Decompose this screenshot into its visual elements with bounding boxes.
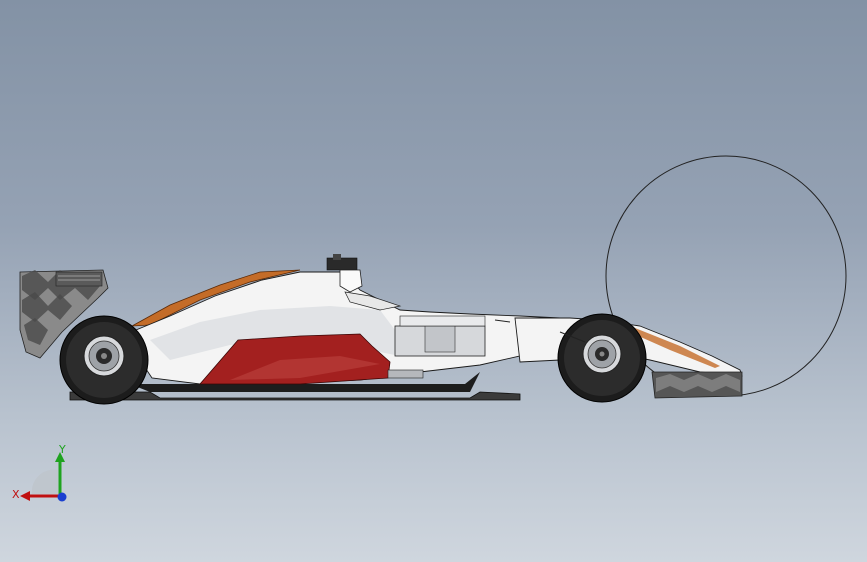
sidepod-highlight — [230, 356, 380, 380]
y-axis-arrow-icon — [55, 452, 65, 462]
front-wheel — [557, 313, 647, 403]
floor-plank — [69, 391, 521, 401]
engine-cover-stripe — [131, 269, 301, 327]
front-suspension — [559, 331, 586, 343]
airbox — [326, 254, 402, 311]
x-axis-arrow-icon — [20, 491, 30, 501]
coordinate-triad[interactable]: Y X — [10, 440, 80, 510]
triad-plane — [31, 469, 58, 494]
suspension-arm — [494, 319, 511, 323]
rear-wing — [19, 269, 109, 359]
body-shade — [150, 306, 395, 360]
nose-stripe — [625, 326, 720, 368]
y-axis-label: Y — [58, 443, 66, 456]
floor-edge — [130, 372, 480, 392]
front-wing — [651, 371, 743, 399]
x-axis-label: X — [12, 488, 20, 501]
rear-wheel — [59, 315, 149, 405]
z-axis-icon — [57, 492, 67, 502]
side-detail — [387, 315, 486, 379]
